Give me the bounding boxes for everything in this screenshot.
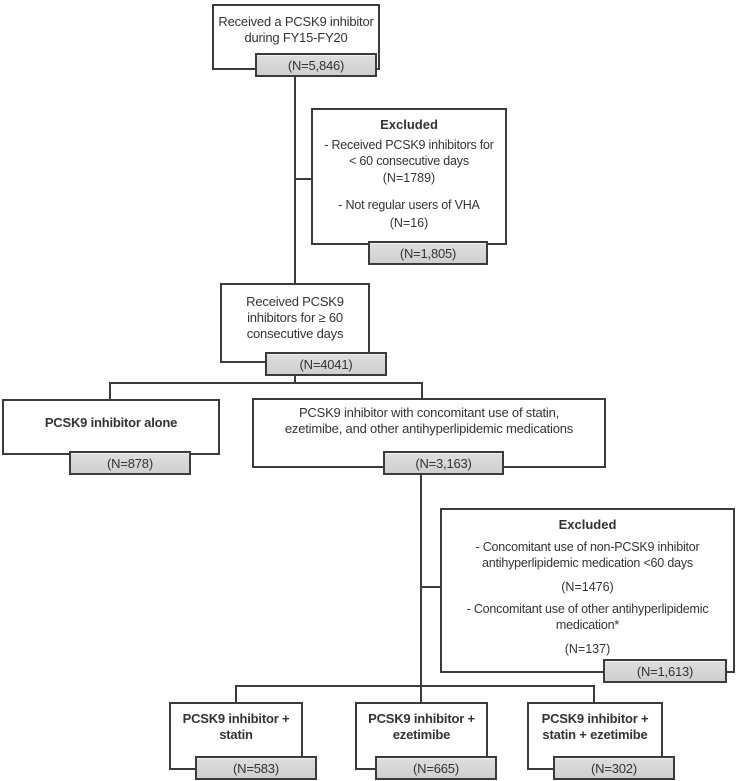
connector-drop-alone: [109, 382, 111, 400]
connector-split-top: [109, 382, 423, 384]
node-received-60days: Received PCSK9 inhibitors for ≥ 60 conse…: [220, 283, 370, 363]
node-pcsk9-alone-label: PCSK9 inhibitor alone: [44, 414, 178, 430]
connector-drop-statin: [235, 685, 237, 703]
count-received-60days: (N=4041): [265, 352, 387, 376]
connector-top-to-mid: [294, 77, 296, 284]
excluded-1-content: Excluded - Received PCSK9 inhibitors for…: [320, 110, 498, 230]
node-pcsk9-concomitant: PCSK9 inhibitor with concomitant use of …: [252, 398, 606, 468]
node-excluded-2: Excluded - Concomitant use of non-PCSK9 …: [440, 508, 735, 673]
count-excluded-1: (N=1,805): [368, 241, 488, 265]
connector-mid-stub: [294, 374, 296, 384]
excluded-2-item-2-count: (N=137): [564, 642, 611, 656]
node-received-fy15-fy20-label: Received a PCSK9 inhibitor during FY15-F…: [218, 13, 374, 45]
node-pcsk9-ezetimibe-label: PCSK9 inhibitor + ezetimibe: [368, 710, 475, 742]
node-pcsk9-statin-label: PCSK9 inhibitor + statin: [182, 710, 290, 742]
excluded-1-item-1: - Received PCSK9 inhibitors for < 60 con…: [324, 138, 494, 168]
excluded-2-item-1: - Concomitant use of non-PCSK9 inhibitor…: [475, 540, 700, 570]
count-received-fy15-fy20: (N=5,846): [255, 53, 377, 77]
node-pcsk9-alone: PCSK9 inhibitor alone: [2, 399, 220, 455]
excluded-2-title: Excluded: [558, 517, 617, 532]
count-pcsk9-concomitant: (N=3,163): [383, 451, 504, 475]
node-received-60days-label: Received PCSK9 inhibitors for ≥ 60 conse…: [246, 293, 344, 342]
excluded-1-item-2-count: (N=16): [389, 215, 429, 230]
count-excluded-2: (N=1,613): [603, 659, 727, 683]
count-pcsk9-alone: (N=878): [69, 451, 191, 475]
excluded-1-title: Excluded: [380, 117, 438, 132]
excluded-2-item-1-count: (N=1476): [561, 580, 614, 594]
excluded-1-item-1-count: (N=1789): [382, 171, 436, 185]
connector-drop-statin-ezetimibe: [593, 685, 595, 703]
connector-branch-excluded1: [296, 178, 312, 180]
connector-drop-concomitant: [421, 382, 423, 399]
excluded-1-item-2: - Not regular users of VHA: [338, 198, 480, 212]
connector-concomitant-to-bottom: [420, 474, 422, 703]
excluded-2-item-2: - Concomitant use of other antihyperlipi…: [466, 602, 709, 632]
count-pcsk9-ezetimibe: (N=665): [375, 756, 497, 780]
node-pcsk9-concomitant-label: PCSK9 inhibitor with concomitant use of …: [284, 404, 574, 436]
connector-split-bottom: [235, 685, 595, 687]
excluded-2-content: Excluded - Concomitant use of non-PCSK9 …: [463, 510, 713, 656]
node-pcsk9-statin-ezetimibe-label: PCSK9 inhibitor + statin + ezetimibe: [541, 710, 649, 742]
node-excluded-1: Excluded - Received PCSK9 inhibitors for…: [311, 108, 507, 245]
count-pcsk9-statin: (N=583): [195, 756, 317, 780]
connector-branch-excluded2: [422, 586, 440, 588]
count-pcsk9-statin-ezetimibe: (N=302): [553, 756, 675, 780]
